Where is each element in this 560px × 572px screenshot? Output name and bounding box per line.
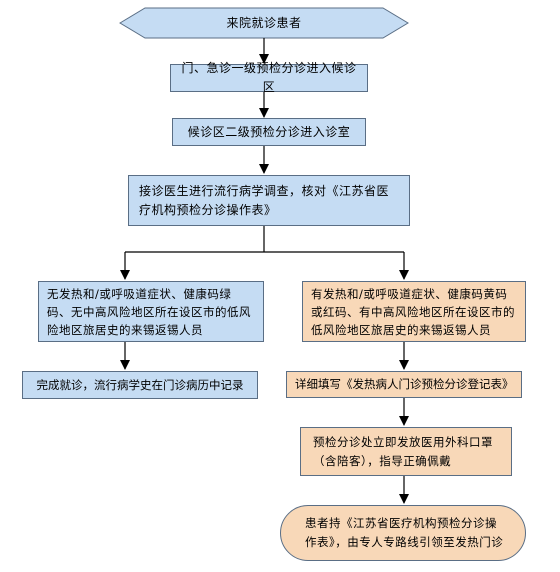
right-condition-box: 有发热和/或呼吸道症状、健康码黄码或红码、有中高风险地区所在设区市的低风险地区旅… bbox=[302, 281, 526, 342]
step2-box: 候诊区二级预检分诊进入诊室 bbox=[172, 118, 366, 146]
right-condition-text: 有发热和/或呼吸道症状、健康码黄码或红码、有中高风险地区所在设区市的低风险地区旅… bbox=[311, 286, 515, 337]
left-action-text: 完成就诊，流行病学史在门诊病历中记录 bbox=[36, 377, 244, 392]
step2-text: 候诊区二级预检分诊进入诊室 bbox=[187, 124, 351, 139]
right-action1-box: 详细填写《发热病人门诊预检分诊登记表》 bbox=[286, 371, 522, 398]
step3-text: 接诊医生进行流行病学调查，核对《江苏省医疗机构预检分诊操作表》 bbox=[139, 183, 390, 217]
right-action1-text: 详细填写《发热病人门诊预检分诊登记表》 bbox=[295, 377, 514, 391]
start-text: 来院就诊患者 bbox=[226, 15, 302, 30]
step1-box: 门、急诊一级预检分诊进入候诊区 bbox=[170, 61, 368, 94]
step1-text: 门、急诊一级预检分诊进入候诊区 bbox=[181, 61, 357, 94]
left-condition-text: 无发热和/或呼吸道症状、健康码绿码、无中高风险地区所在设区市的低风险地区旅居史的… bbox=[47, 286, 251, 337]
right-action2-text: 预检分诊处立即发放医用外科口罩（含陪客），指导正确佩戴 bbox=[313, 434, 493, 468]
left-action-box: 完成就诊，流行病学史在门诊病历中记录 bbox=[22, 371, 258, 399]
step3-box: 接诊医生进行流行病学调查，核对《江苏省医疗机构预检分诊操作表》 bbox=[128, 175, 410, 226]
end-terminal-text: 患者持《江苏省医疗机构预检分诊操作表》，由专人专路线引领至发热门诊 bbox=[305, 516, 504, 549]
start-terminal-shape bbox=[119, 7, 409, 39]
left-condition-box: 无发热和/或呼吸道症状、健康码绿码、无中高风险地区所在设区市的低风险地区旅居史的… bbox=[38, 281, 264, 342]
right-action2-box: 预检分诊处立即发放医用外科口罩（含陪客），指导正确佩戴 bbox=[300, 427, 512, 476]
end-terminal-box: 患者持《江苏省医疗机构预检分诊操作表》，由专人专路线引领至发热门诊 bbox=[280, 505, 526, 561]
start-terminal-label: 来院就诊患者 bbox=[145, 9, 383, 37]
